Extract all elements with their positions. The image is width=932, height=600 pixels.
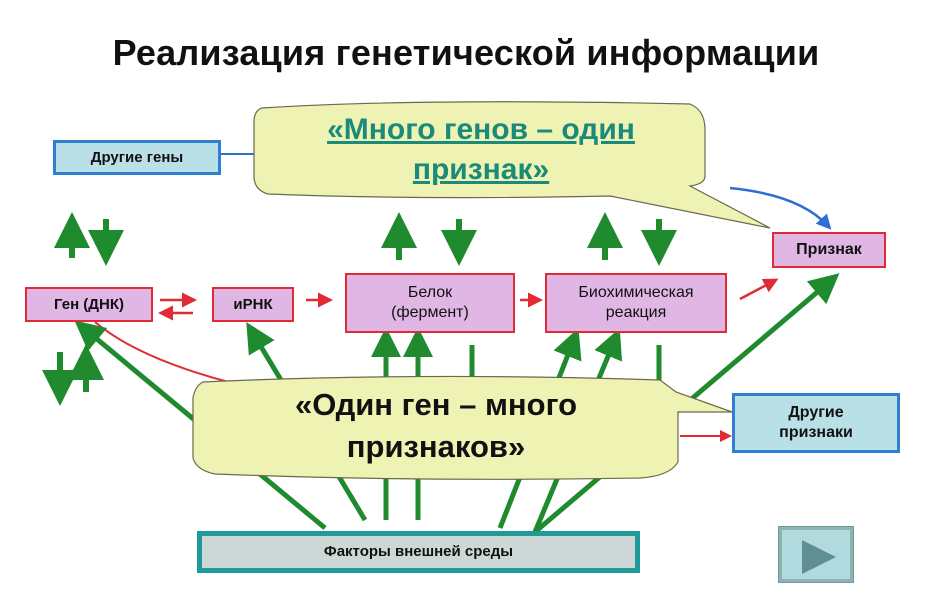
node-protein-line2: (фермент) xyxy=(391,304,469,321)
node-other-traits-line1: Другие xyxy=(788,404,844,421)
arrow-biochem-to-trait xyxy=(739,278,779,301)
callout-one-gene-line1: «Один ген – много xyxy=(294,387,578,422)
node-environment: Факторы внешней среды xyxy=(197,531,640,573)
page-title: Реализация генетической информации xyxy=(112,32,820,73)
arrow-callout-to-trait-blue xyxy=(729,186,832,230)
node-other-traits-line2: признаки xyxy=(779,424,853,441)
callout-many-genes: «Много генов – один признак» xyxy=(258,110,704,190)
node-environment-label: Факторы внешней среды xyxy=(323,543,514,560)
callout-many-genes-line2: признак» xyxy=(412,153,550,186)
node-biochem-line1: Биохимическая xyxy=(578,284,694,301)
node-trait-label: Признак xyxy=(796,241,862,258)
node-mrna: иРНК xyxy=(212,287,294,322)
callout-many-genes-line1: «Много генов – один xyxy=(327,113,635,146)
node-other-traits: Другие признаки xyxy=(732,393,900,453)
node-other-genes: Другие гены xyxy=(53,140,221,175)
node-biochem-reaction: Биохимическая реакция xyxy=(545,273,727,333)
callout-one-gene-line2: признаков» xyxy=(346,429,526,464)
callout-one-gene: «Один ген – много признаков» xyxy=(196,384,676,468)
node-protein: Белок (фермент) xyxy=(345,273,515,333)
node-other-genes-label: Другие гены xyxy=(90,148,184,166)
node-gene-dna-label: Ген (ДНК) xyxy=(54,295,124,313)
node-protein-line1: Белок xyxy=(407,284,453,301)
node-biochem-line2: реакция xyxy=(605,304,667,321)
node-trait: Признак xyxy=(772,232,886,268)
next-slide-button[interactable] xyxy=(778,526,854,583)
play-next-icon xyxy=(802,540,836,574)
node-gene-dna: Ген (ДНК) xyxy=(25,287,153,322)
node-mrna-label: иРНК xyxy=(233,295,273,313)
